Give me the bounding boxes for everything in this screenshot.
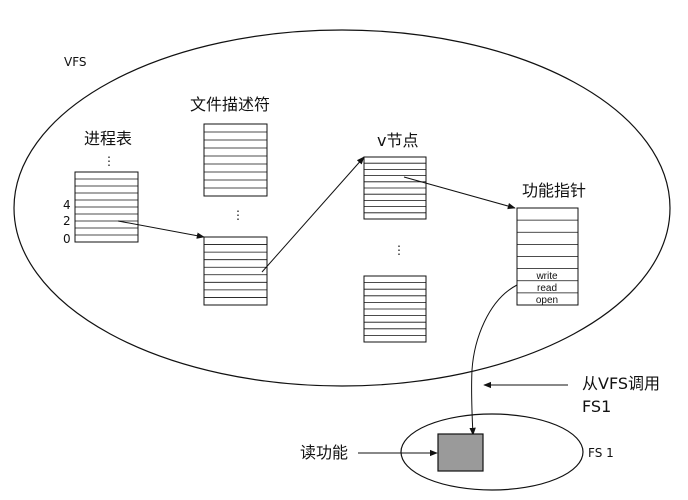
arrow-fd-to-vnode — [261, 156, 365, 273]
file-descriptor-table-top — [203, 123, 268, 197]
process-table — [74, 171, 139, 243]
process-table-dots: ⋮ — [103, 154, 115, 168]
vnode-table-top — [363, 156, 427, 220]
vnode-title: v节点 — [377, 131, 418, 150]
file-descriptors-title: 文件描述符 — [190, 95, 270, 114]
call-from-vfs-label-2: FS1 — [582, 397, 611, 416]
fs1-label: FS 1 — [588, 446, 614, 460]
read-function-box — [437, 433, 484, 472]
function-pointers-title: 功能指针 — [522, 181, 586, 200]
process-table-title: 进程表 — [84, 129, 132, 148]
read-function-label: 读功能 — [300, 443, 348, 462]
vnode-table-bottom — [363, 275, 427, 343]
file-descriptor-table-bottom — [203, 236, 268, 306]
arrow-process-to-fd — [117, 220, 205, 239]
function-pointer-write: write — [535, 271, 558, 282]
arrow-read-to-fs1 — [469, 284, 518, 436]
fs1-boundary — [400, 413, 584, 491]
function-pointer-open: open — [536, 295, 558, 306]
fd-bottom-frame — [203, 236, 268, 306]
function-pointer-table — [516, 207, 579, 306]
vnode-dots: ⋮ — [393, 243, 405, 257]
function-pointer-read: read — [537, 283, 557, 294]
vfs-boundary — [13, 29, 671, 387]
process-index-0: 0 — [63, 232, 71, 246]
vfs-label: VFS — [64, 55, 87, 69]
process-index-2: 2 — [63, 214, 71, 228]
fd-top-frame — [203, 123, 268, 197]
process-index-4: 4 — [63, 198, 71, 212]
arrow-vnode-to-fp — [403, 176, 516, 210]
file-descriptors-dots: ⋮ — [232, 208, 244, 222]
call-from-vfs-label: 从VFS调用 — [582, 374, 660, 393]
